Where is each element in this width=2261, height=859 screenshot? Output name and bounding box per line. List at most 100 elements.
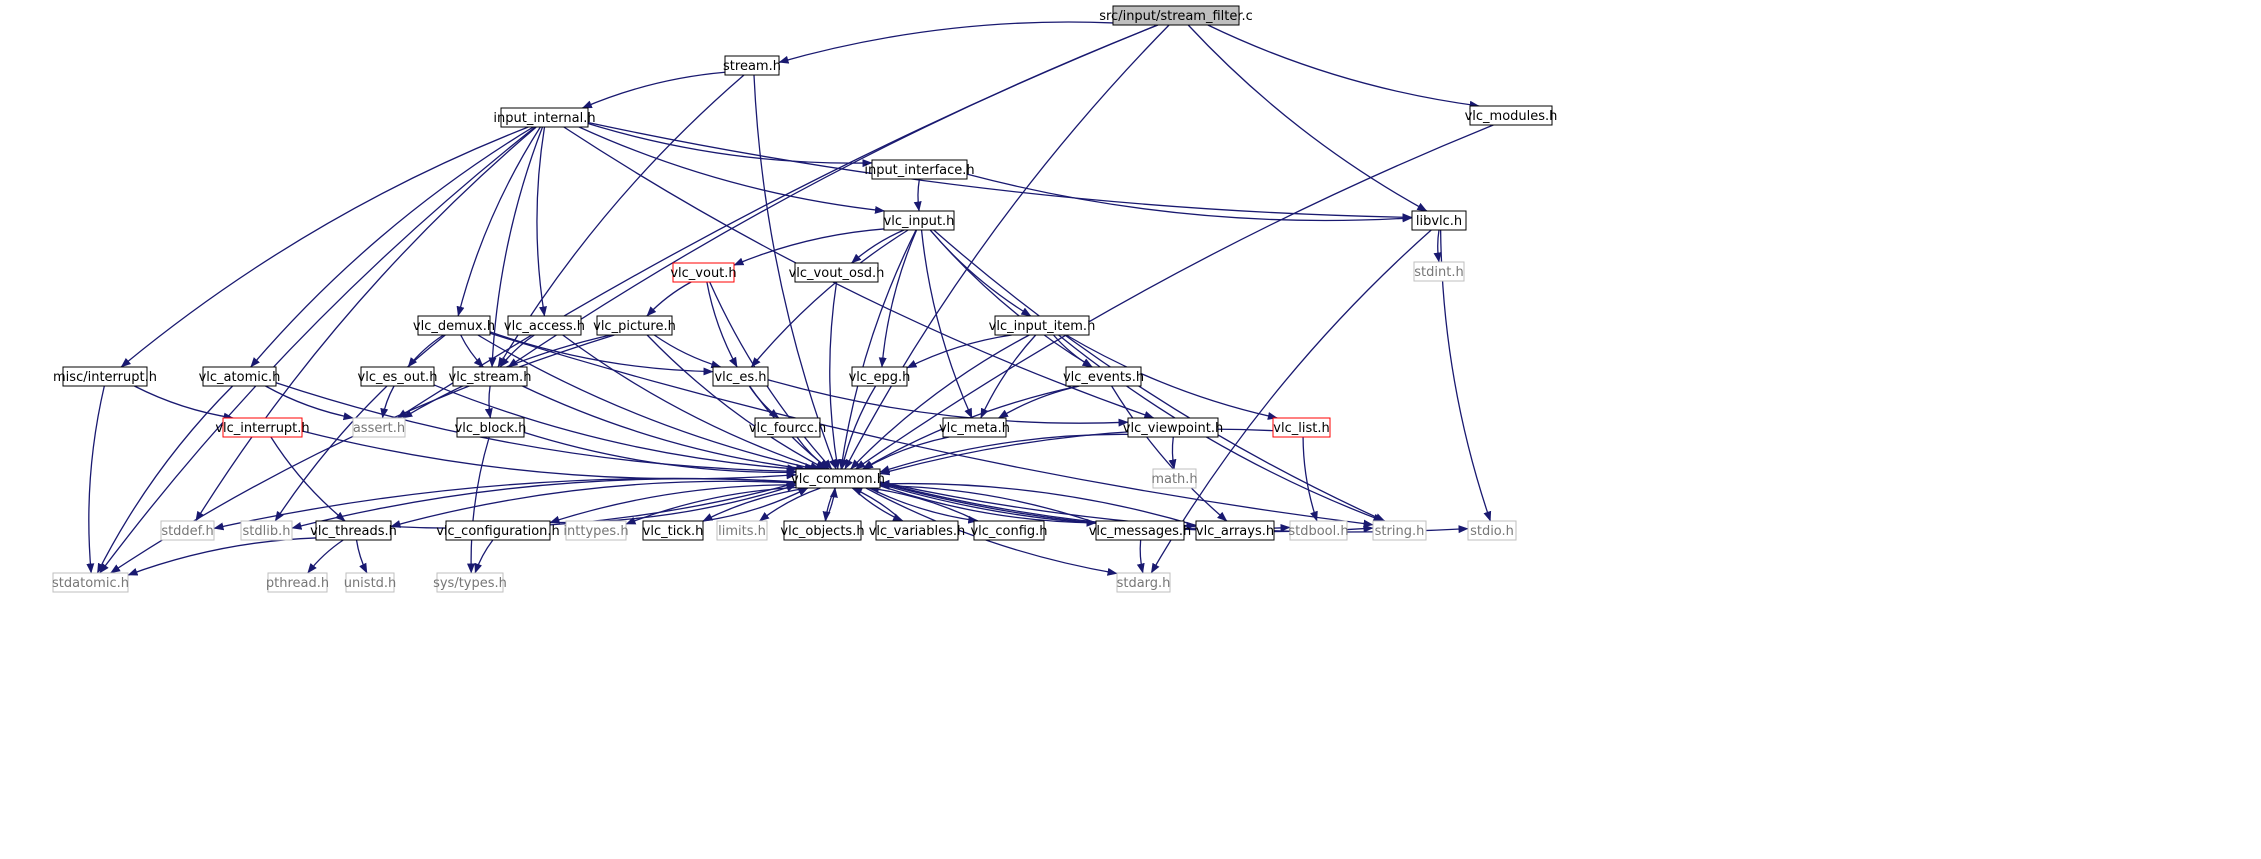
node-box [724,55,780,76]
node-box [417,315,491,336]
node-vlc-messages-h[interactable]: vlc_messages.h [1089,520,1192,541]
node-stream-filter-c[interactable]: src/input/stream_filter.c [1099,5,1253,26]
node-label: libvlc.h [1416,214,1462,229]
edge-stream-filter-c-to-libvlc-h [1187,24,1428,212]
node-vlc-events-h[interactable]: vlc_events.h [1063,366,1144,387]
node-vlc-config-h[interactable]: vlc_config.h [970,520,1048,541]
edge-vlc-common-h-to-limits-h [759,487,821,522]
node-label: input_interface.h [864,163,974,178]
node-vlc-access-h[interactable]: vlc_access.h [504,315,585,336]
node-vlc-list-h[interactable]: vlc_list.h [1272,417,1331,438]
edge-vlc-common-h-to-vlc-messages-h [879,485,1097,527]
node-box [202,366,277,387]
node-box [794,262,879,283]
node-vlc-atomic-h[interactable]: vlc_atomic.h [199,366,281,387]
node-box [1152,468,1197,489]
node-box [1469,105,1553,126]
node-vlc-interrupt-h[interactable]: vlc_interrupt.h [215,417,310,438]
node-input-interface-h[interactable]: input_interface.h [864,159,975,180]
node-stdatomic-h: stdatomic.h [52,572,129,593]
node-box [240,520,293,541]
node-label: vlc_events.h [1063,370,1144,385]
node-box [436,572,504,593]
node-vlc-fourcc-h[interactable]: vlc_fourcc.h [749,417,826,438]
node-vlc-vout-osd-h[interactable]: vlc_vout_osd.h [789,262,885,283]
edge-vlc-list-h-to-stdbool-h [1302,436,1318,522]
node-vlc-vout-h[interactable]: vlc_vout.h [670,262,737,283]
edge-vlc-input-h-to-vlc-input-item-h [929,229,1032,317]
node-vlc-viewpoint-h[interactable]: vlc_viewpoint.h [1123,417,1223,438]
node-label: pthread.h [266,576,329,591]
node-vlc-es-h[interactable]: vlc_es.h [712,366,769,387]
node-label: stdlib.h [243,524,291,539]
edge-vlc-vout-h-to-vlc-es-h [706,281,738,368]
edge-vlc-config-h-to-vlc-common-h [868,485,979,522]
node-vlc-stream-h[interactable]: vlc_stream.h [449,366,532,387]
node-label: inttypes.h [563,524,628,539]
edge-vlc-threads-h-to-pthread-h [307,539,344,574]
node-vlc-threads-h[interactable]: vlc_threads.h [310,520,397,541]
node-vlc-configuration-h[interactable]: vlc_configuration.h [436,520,560,541]
edge-vlc-common-h-to-vlc-configuration-h [549,484,797,524]
edge-vlc-input-h-to-vlc-vout-h [733,228,885,266]
edge-vlc-input-h-to-vlc-es-h [750,229,909,368]
node-vlc-picture-h[interactable]: vlc_picture.h [593,315,676,336]
node-label: vlc_demux.h [413,319,495,334]
node-vlc-tick-h[interactable]: vlc_tick.h [642,520,704,541]
node-stdint-h: stdint.h [1413,261,1465,282]
node-box [500,107,589,128]
edge-vlc-demux-h-to-vlc-common-h [477,334,815,471]
node-label: stdarg.h [1117,576,1171,591]
node-label: vlc_configuration.h [436,524,560,539]
node-vlc-input-item-h[interactable]: vlc_input_item.h [989,315,1096,336]
node-input-internal-h[interactable]: input_internal.h [493,107,596,128]
node-label: vlc_picture.h [593,319,676,334]
node-label: vlc_es.h [714,370,766,385]
node-vlc-arrays-h[interactable]: vlc_arrays.h [1195,520,1275,541]
edge-vlc-atomic-h-to-vlc-common-h [275,382,797,476]
node-label: misc/interrupt.h [53,370,157,385]
node-box [973,520,1045,541]
edge-vlc-input-item-h-to-vlc-epg-h [906,334,1012,369]
node-misc-interrupt-h[interactable]: misc/interrupt.h [53,366,157,387]
node-label: vlc_input_item.h [989,319,1096,334]
node-box [994,315,1090,336]
edge-vlc-input-h-to-vlc-epg-h [878,229,918,368]
node-vlc-epg-h[interactable]: vlc_epg.h [849,366,911,387]
node-box [160,520,215,541]
node-vlc-common-h[interactable]: vlc_common.h [791,468,885,489]
node-box [1065,366,1142,387]
edge-stream-filter-c-to-stream-h [778,21,1114,64]
node-vlc-variables-h[interactable]: vlc_variables.h [869,520,966,541]
edge-vlc-input-item-h-to-vlc-meta-h [980,334,1037,419]
node-label: math.h [1151,472,1197,487]
node-inttypes-h: inttypes.h [563,520,629,541]
node-vlc-modules-h[interactable]: vlc_modules.h [1465,105,1558,126]
node-vlc-es-out-h[interactable]: vlc_es_out.h [358,366,438,387]
node-vlc-objects-h[interactable]: vlc_objects.h [780,520,865,541]
node-vlc-meta-h[interactable]: vlc_meta.h [939,417,1010,438]
edge-stream-filter-c-to-assert-h [396,24,1158,419]
edge-vlc-es-out-h-to-assert-h [380,385,395,419]
node-stream-h[interactable]: stream.h [723,55,781,76]
edge-layer [86,21,1494,576]
node-box [1411,210,1467,231]
edge-vlc-meta-h-to-vlc-common-h [862,436,950,470]
node-box [315,520,392,541]
node-box [1413,261,1465,282]
node-box [1289,520,1348,541]
node-vlc-block-h[interactable]: vlc_block.h [455,417,527,438]
node-label: vlc_epg.h [849,370,911,385]
edge-vlc-configuration-h-to-sys-types-h [474,539,494,574]
edge-vlc-input-item-h-to-vlc-common-h [850,334,1030,470]
edge-vlc-es-h-to-vlc-viewpoint-h [767,379,1129,427]
edge-input-internal-h-to-vlc-stream-h [488,126,544,368]
node-vlc-input-h[interactable]: vlc_input.h [883,210,955,231]
node-box [360,366,435,387]
node-vlc-demux-h[interactable]: vlc_demux.h [413,315,495,336]
node-libvlc-h[interactable]: libvlc.h [1411,210,1467,231]
node-box [1372,520,1427,541]
node-box [1112,5,1240,26]
node-box [1272,417,1331,438]
